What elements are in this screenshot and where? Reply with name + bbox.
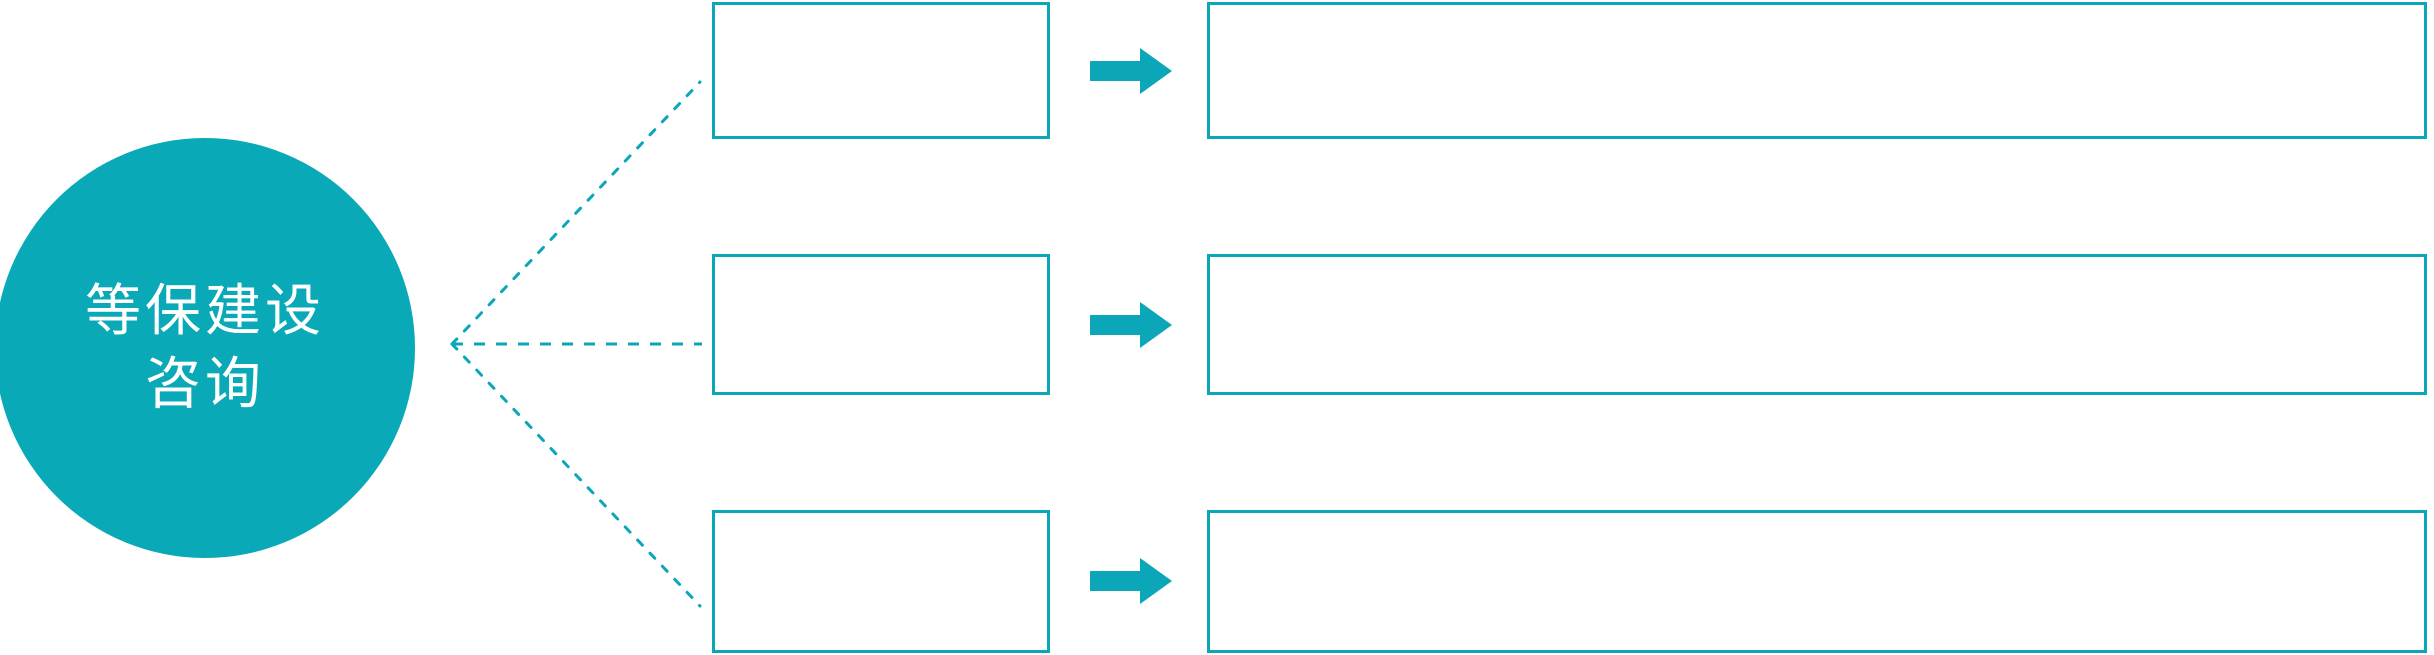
connector-line-bottom [450,342,702,608]
hub-label-line-2: 咨询 [145,352,265,415]
detail-box-2[interactable] [1207,254,2427,395]
detail-box-3[interactable] [1207,510,2427,653]
connector-line-top [450,80,702,346]
stage-box-3[interactable] [712,510,1050,653]
right-arrow-icon-3 [1090,558,1172,604]
hub-label-line-1: 等保建设 [85,279,325,343]
stage-box-1[interactable] [712,2,1050,139]
detail-box-1[interactable] [1207,2,2427,139]
stage-box-2[interactable] [712,254,1050,395]
hub-circle[interactable]: 等保建设 咨询 [0,138,415,558]
right-arrow-icon-1 [1090,48,1172,94]
right-arrow-icon-2 [1090,302,1172,348]
